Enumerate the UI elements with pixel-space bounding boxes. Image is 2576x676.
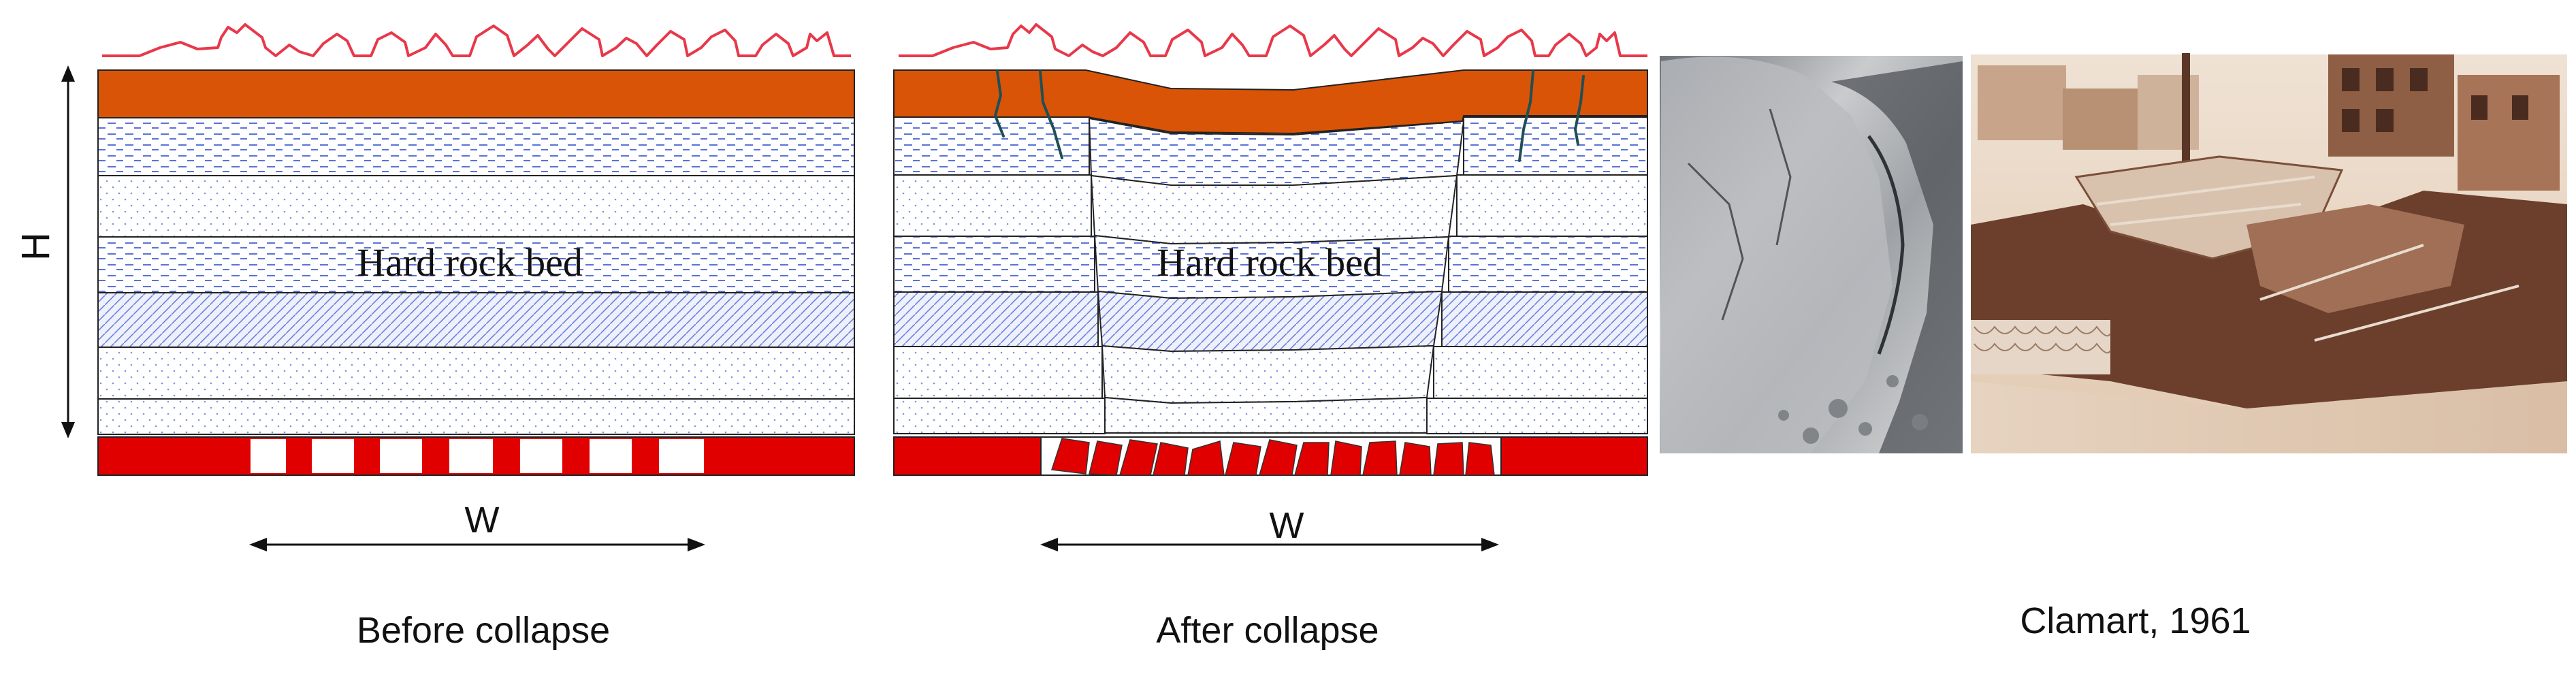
surface-cracks (993, 70, 1585, 162)
collapsed-pillar-rubble (1051, 438, 1495, 476)
gallery-photo (1660, 56, 1963, 454)
caption-before: Before collapse (357, 610, 610, 651)
stratum-5 (97, 347, 855, 400)
right-block-stratum-1 (1463, 116, 1648, 176)
before-collapse-diagram: Hard rock bed H W Before collapse (14, 23, 855, 651)
width-arrow-before (249, 538, 705, 551)
width-arrow-after (1040, 538, 1499, 551)
left-block-stratum-2 (893, 174, 1092, 237)
left-block-stratum-1 (893, 116, 1090, 176)
left-block-stratum-6 (893, 398, 1106, 434)
width-label-before: W (465, 500, 500, 541)
left-block-stratum-4 (893, 291, 1099, 347)
mine-level-after-right (1500, 436, 1648, 476)
height-arrow (61, 65, 75, 438)
height-label: H (14, 232, 58, 261)
hard-rock-bed-label-before: Hard rock bed (357, 240, 583, 285)
central-stratum-6 (1104, 396, 1428, 434)
left-block-stratum-3 (893, 236, 1095, 293)
mine-pillars (286, 439, 659, 473)
width-label-after: W (1270, 505, 1304, 546)
after-collapse-diagram: Hard rock bed W After collapse (893, 23, 1648, 651)
clamart-photo (1971, 53, 2567, 453)
central-stratum-4 (1097, 290, 1443, 353)
caption-after: After collapse (1156, 610, 1379, 651)
right-block-stratum-3 (1448, 236, 1648, 293)
stratum-1 (97, 117, 855, 176)
stratum-6 (97, 398, 855, 435)
caption-photo: Clamart, 1961 (2020, 600, 2251, 641)
surface-layer-after (893, 69, 1648, 135)
mine-gallery-zone (251, 439, 704, 473)
right-block-stratum-6 (1426, 398, 1648, 434)
stratum-2 (97, 175, 855, 238)
mine-level-after-left (893, 436, 1042, 476)
skyline-before (102, 23, 851, 57)
left-block-stratum-5 (893, 346, 1103, 399)
right-block-stratum-4 (1441, 291, 1648, 347)
stratum-4 (97, 292, 855, 348)
skyline-after (899, 23, 1647, 57)
central-stratum-5 (1101, 344, 1435, 404)
hard-rock-bed-before (97, 236, 855, 293)
right-block-stratum-5 (1433, 346, 1648, 399)
central-stratum-2 (1090, 174, 1458, 245)
hard-rock-bed-label-after: Hard rock bed (1157, 240, 1383, 285)
surface-layer-before (97, 69, 855, 118)
right-block-stratum-2 (1456, 174, 1648, 237)
